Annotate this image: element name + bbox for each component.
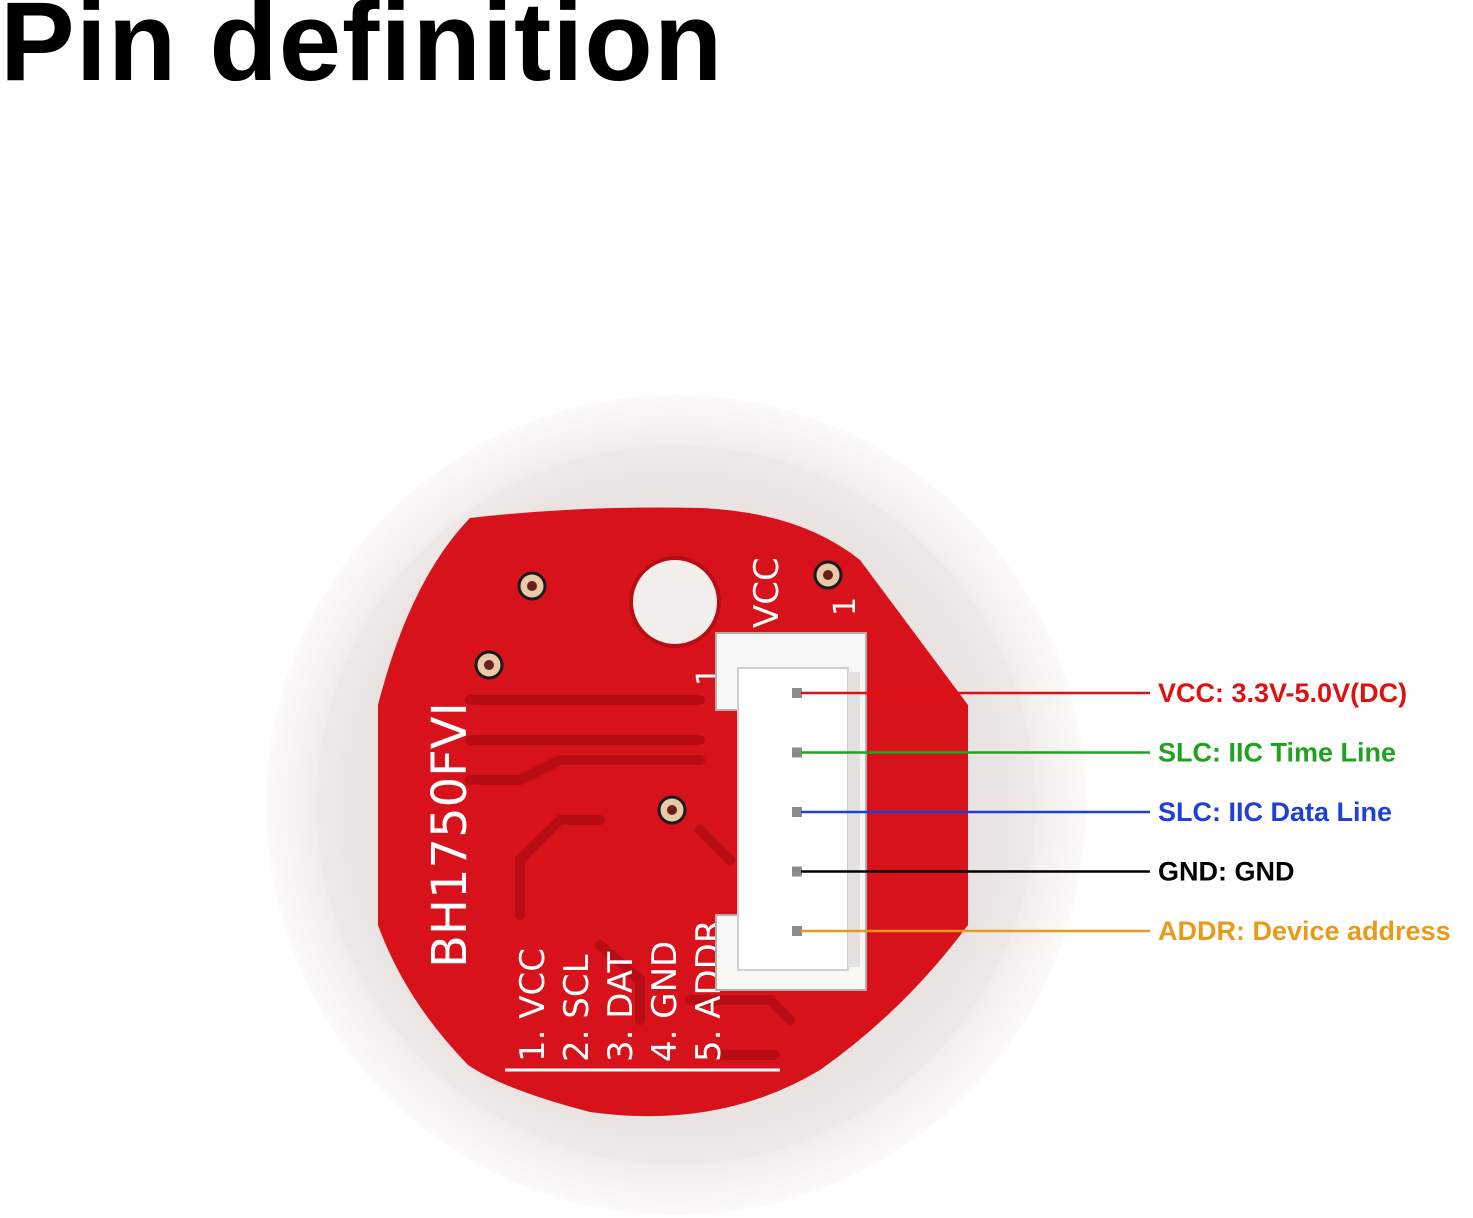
- pcb-trace: [465, 755, 705, 785]
- chip-label: BH1750FVI: [422, 702, 478, 968]
- pcb-trace: [515, 815, 605, 920]
- via-hole: [517, 571, 547, 601]
- pcb-trace: [685, 995, 795, 1025]
- pcb-trace: [595, 940, 645, 1025]
- pin-label: SLC: IIC Data Line: [1158, 797, 1392, 827]
- pin-label: GND: GND: [1158, 857, 1295, 887]
- via-hole: [474, 650, 504, 680]
- mount-hole: [629, 556, 721, 648]
- silkscreen-pin-list: 1. VCC 2. SCL 3. DAT 4. GND 5. ADDR: [513, 920, 729, 1063]
- connector-housing: [715, 632, 867, 991]
- connector-pin: [792, 807, 802, 817]
- page-title: Pin definition: [0, 0, 724, 104]
- connector-pin: [792, 747, 802, 758]
- connector-pin: [792, 926, 802, 936]
- pin-label: VCC: 3.3V-5.0V(DC): [1158, 678, 1407, 708]
- pin-label: ADDR: Device address: [1158, 916, 1451, 946]
- pin1-mark: 1: [828, 597, 863, 616]
- connector-pin: [792, 866, 802, 877]
- pcb-trace: [695, 825, 735, 865]
- silkscreen-pin-item: 3. DAT: [601, 952, 641, 1062]
- connector-label: VCC: [747, 557, 787, 628]
- via-hole: [813, 560, 843, 590]
- via-hole: [657, 795, 687, 825]
- silkscreen-pin-item: 4. GND: [645, 941, 685, 1062]
- connector-pin: [792, 688, 802, 698]
- pin-label: SLC: IIC Time Line: [1158, 738, 1396, 768]
- silkscreen-pin-item: 2. SCL: [557, 954, 597, 1062]
- silkscreen-pin-item: 1. VCC: [513, 948, 553, 1062]
